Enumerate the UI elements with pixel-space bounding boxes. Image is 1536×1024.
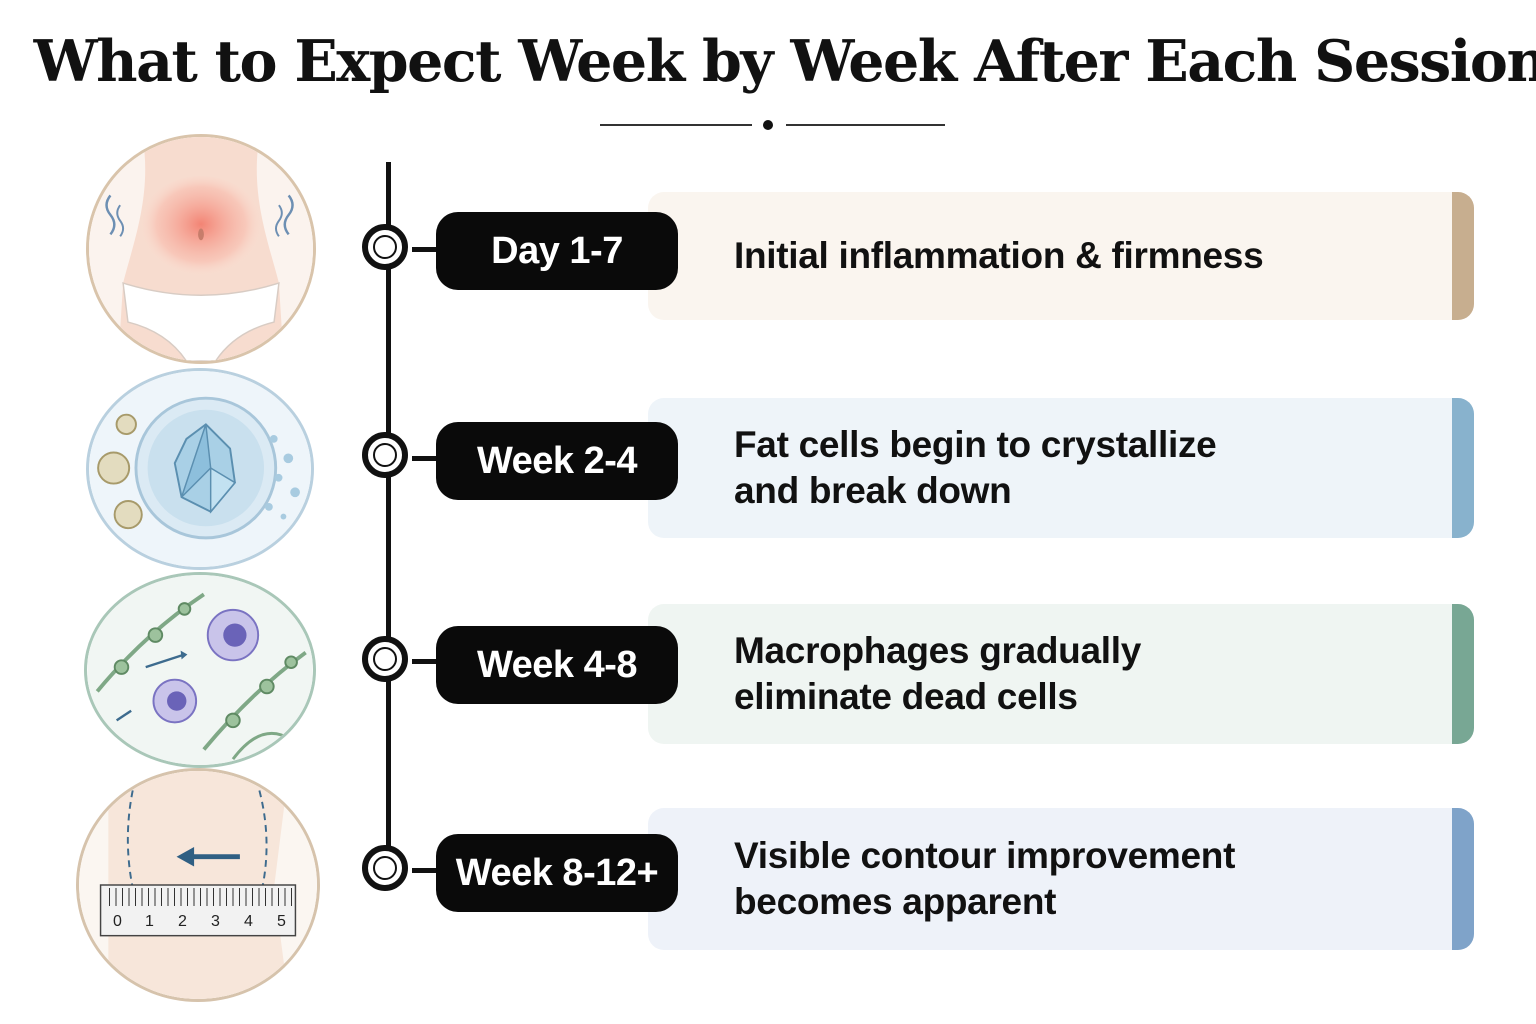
stage-1-card: Initial inflammation & firmness [648,192,1474,320]
title-divider [600,118,945,132]
stage-4-card: Visible contour improvement becomes appa… [648,808,1474,950]
ruler-tick-label: 2 [178,913,187,930]
stage-1-description: Initial inflammation & firmness [734,235,1264,276]
stage-1-label: Day 1-7 [436,212,678,290]
ruler-ticks: 0 1 2 3 4 5 [101,888,301,940]
stage-4-node [362,845,408,891]
inflamed-abdomen-icon [89,137,313,361]
stage-3-illustration [84,572,316,768]
stage-2-label: Week 2-4 [436,422,678,500]
waist-measurement-icon [79,771,317,999]
ruler-tick-label: 0 [113,913,122,930]
stage-3-node [362,636,408,682]
stage-3-description: Macrophages gradually eliminate dead cel… [734,630,1141,717]
ruler-tick-marks [109,888,293,906]
stage-4-description: Visible contour improvement becomes appa… [734,835,1236,922]
ruler-tick-label: 4 [244,913,253,930]
timeline-line [386,162,391,872]
stage-2-description: Fat cells begin to crystallize and break… [734,424,1217,511]
stage-3-card: Macrophages gradually eliminate dead cel… [648,604,1474,744]
ruler-tick-label: 3 [211,913,220,930]
stage-2-illustration [86,368,314,570]
stage-1-node [362,224,408,270]
ruler-tick-label: 5 [277,913,286,930]
page-title: What to Expect Week by Week After Each S… [33,28,1536,95]
stage-3-label: Week 4-8 [436,626,678,704]
stage-4-label: Week 8-12+ [436,834,678,912]
stage-2-card: Fat cells begin to crystallize and break… [648,398,1474,538]
crystallized-fat-cell-icon [89,371,311,567]
stage-2-node [362,432,408,478]
stage-1-illustration [86,134,316,364]
stage-4-illustration: 0 1 2 3 4 5 [76,768,320,1002]
ruler-tick-label: 1 [145,913,154,930]
macrophage-cells-icon [87,575,313,765]
